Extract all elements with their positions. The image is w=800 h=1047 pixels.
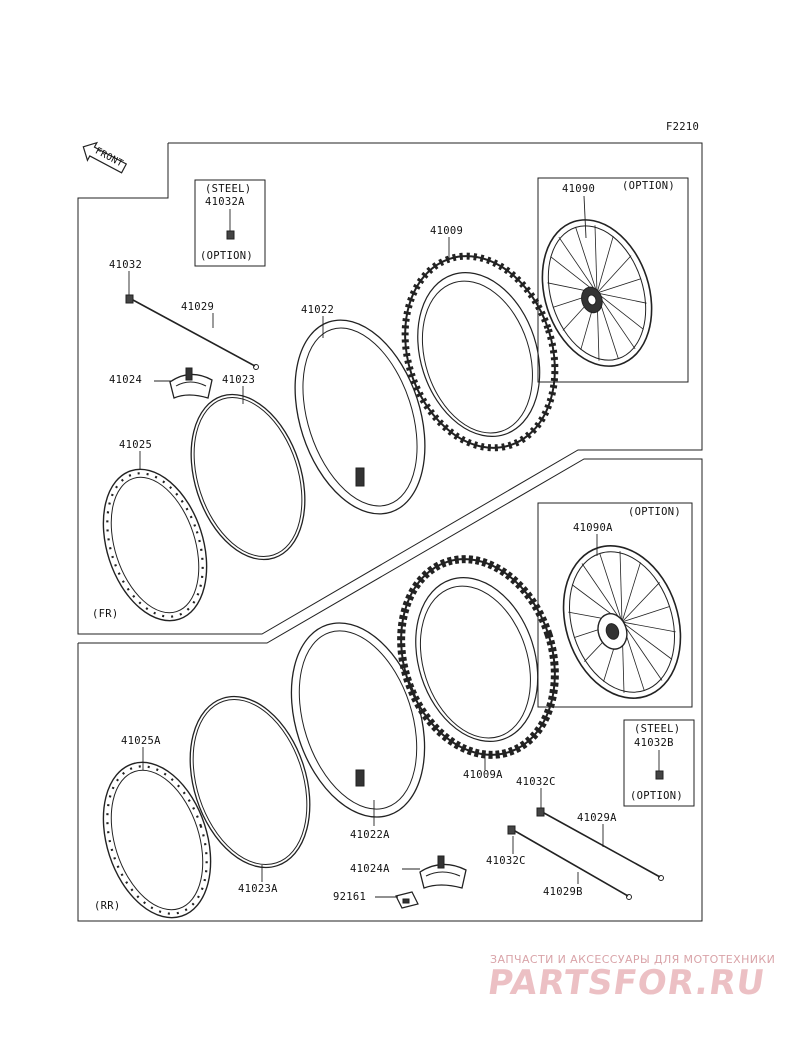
label-41025: 41025 (119, 439, 153, 451)
label-41024A: 41024A (350, 863, 390, 875)
label-41029: 41029 (181, 301, 215, 313)
front-spoke-head (253, 364, 259, 370)
front-rim-band (190, 393, 306, 561)
balance-weight (395, 891, 419, 909)
rear-wheel (562, 545, 682, 699)
front-tube-valve (355, 467, 365, 487)
wheel-rear-note: (OPTION) (628, 506, 681, 518)
watermark-caption: ЗАПЧАСТИ И АКСЕССУАРЫ ДЛЯ МОТОТЕХНИКИ (490, 953, 776, 966)
rear-rim-band (189, 695, 311, 869)
label-41023A: 41023A (238, 883, 278, 895)
label-41009A: 41009A (463, 769, 503, 781)
rear-tube-valve (355, 769, 365, 787)
rear-spoke-b-head (626, 894, 632, 900)
watermark-logo: PARTSFOR.RU (485, 963, 768, 1003)
rear-nipple-b (507, 825, 516, 835)
label-41032: 41032 (109, 259, 143, 271)
steel-rear-note: (OPTION) (630, 790, 683, 802)
label-41022A: 41022A (350, 829, 390, 841)
steel-rear-title: (STEEL) (634, 723, 681, 735)
front-section-frame (77, 142, 703, 635)
steel-front-box (194, 179, 266, 267)
figure-code: F2210 (666, 121, 700, 133)
section-front-label: (FR) (92, 608, 119, 620)
front-tube (294, 319, 426, 515)
front-rim (102, 468, 208, 622)
label-41024: 41024 (109, 374, 143, 386)
label-41022: 41022 (301, 304, 335, 316)
steel-front-title: (STEEL) (205, 183, 252, 195)
wheel-rear-part: 41090A (573, 522, 613, 534)
leader-lines (128, 195, 660, 898)
rear-rim-lock (419, 855, 467, 889)
rear-section-frame (77, 458, 703, 922)
section-rear-label: (RR) (94, 900, 121, 912)
steel-front-note: (OPTION) (200, 250, 253, 262)
wheel-front-note: (OPTION) (622, 180, 675, 192)
steel-rear-box (623, 719, 695, 807)
steel-rear-part: 41032B (634, 737, 674, 749)
rear-spoke-b (514, 830, 629, 897)
rear-rim (102, 761, 212, 919)
label-41029B: 41029B (543, 886, 583, 898)
rear-tire (397, 555, 559, 759)
rear-spoke-a-head (658, 875, 664, 881)
front-rim-lock (169, 367, 213, 399)
front-wheel (541, 219, 653, 367)
front-spoke (132, 299, 256, 367)
front-tire (401, 252, 559, 452)
rear-nipple-a (536, 807, 545, 817)
steel-rear-nipple (655, 770, 664, 780)
wheel-front-part: 41090 (562, 183, 596, 195)
steel-front-nipple (226, 230, 235, 240)
label-41032C-b: 41032C (486, 855, 526, 867)
wheel-front-box (537, 177, 689, 383)
label-41029A: 41029A (577, 812, 617, 824)
rear-spoke-a (543, 812, 661, 878)
label-41023: 41023 (222, 374, 256, 386)
steel-front-part: 41032A (205, 196, 245, 208)
front-arrow-icon (82, 141, 128, 174)
rear-tube (290, 622, 426, 818)
label-41032C-a: 41032C (516, 776, 556, 788)
front-nipple (125, 294, 134, 304)
label-41025A: 41025A (121, 735, 161, 747)
label-41009: 41009 (430, 225, 464, 237)
label-92161: 92161 (333, 891, 367, 903)
